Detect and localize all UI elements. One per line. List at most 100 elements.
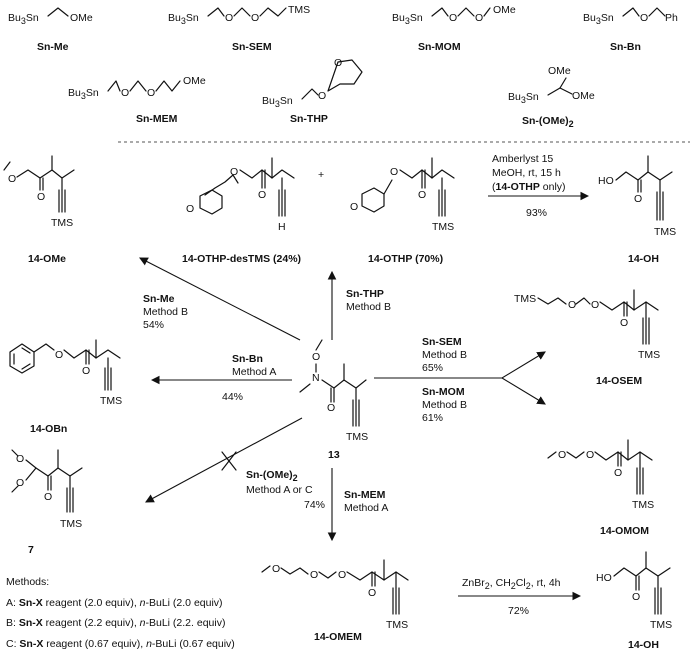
product-14-omem: O O O O TMS 14-OMEM	[261, 559, 409, 643]
svg-text:TMS: TMS	[432, 221, 454, 233]
svg-text:O: O	[147, 87, 155, 99]
svg-text:Bu3Sn: Bu3Sn	[508, 91, 539, 105]
svg-text:O: O	[558, 449, 566, 461]
svg-text:Sn-MOM: Sn-MOM	[418, 41, 461, 53]
svg-text:(14-OTHP only): (14-OTHP only)	[492, 181, 566, 193]
arrow-to-omom	[501, 377, 546, 405]
svg-text:TMS: TMS	[100, 395, 122, 407]
svg-text:O: O	[310, 569, 318, 581]
svg-text:Sn-Bn: Sn-Bn	[610, 41, 641, 53]
svg-text:61%: 61%	[422, 412, 443, 424]
svg-text:O: O	[614, 467, 622, 479]
product-14-oh-bottom: HO O TMS 14-OH	[596, 551, 672, 651]
svg-text:14-OH: 14-OH	[628, 253, 659, 265]
svg-text:14-OH: 14-OH	[628, 639, 659, 651]
svg-text:Method B: Method B	[422, 349, 467, 361]
svg-text:OMe: OMe	[70, 12, 93, 24]
svg-text:72%: 72%	[508, 605, 529, 617]
starting-material-13: O N O TMS 13	[299, 339, 368, 461]
svg-text:74%: 74%	[304, 499, 325, 511]
svg-text:Bu3Sn: Bu3Sn	[583, 12, 614, 26]
svg-text:O: O	[591, 299, 599, 311]
svg-text:O: O	[632, 591, 640, 603]
product-14-ome: O O TMS 14-OMe	[3, 155, 75, 265]
svg-text:O: O	[634, 193, 642, 205]
svg-text:Method B: Method B	[422, 399, 467, 411]
methods-legend: Methods: A: Sn-X reagent (2.0 equiv), n-…	[6, 572, 306, 654]
arrow-to-7	[145, 417, 303, 503]
svg-text:O: O	[121, 87, 129, 99]
svg-text:OMe: OMe	[548, 65, 571, 77]
svg-text:Method A or C: Method A or C	[246, 484, 313, 496]
method-b: B: Sn-X reagent (2.2 equiv), n-BuLi (2.2…	[6, 617, 226, 629]
svg-text:14-OSEM: 14-OSEM	[596, 375, 642, 387]
svg-text:OMe: OMe	[572, 90, 595, 102]
svg-text:Method B: Method B	[346, 301, 391, 313]
svg-text:O: O	[272, 563, 280, 575]
svg-text:Bu3Sn: Bu3Sn	[68, 87, 99, 101]
svg-text:O: O	[350, 201, 358, 213]
svg-text:O: O	[37, 191, 45, 203]
svg-text:ZnBr2, CH2Cl2, rt, 4h: ZnBr2, CH2Cl2, rt, 4h	[462, 577, 561, 591]
method-c: C: Sn-X reagent (0.67 equiv), n-BuLi (0.…	[6, 637, 235, 650]
svg-text:O: O	[449, 12, 457, 24]
svg-text:HO: HO	[596, 572, 612, 584]
reagent-sn-ome2: Bu3Sn OMe OMe Sn-(OMe)2	[508, 65, 595, 129]
svg-text:Sn-SEM: Sn-SEM	[422, 336, 462, 348]
svg-text:Method A: Method A	[344, 502, 388, 514]
svg-text:14-OMOM: 14-OMOM	[600, 525, 649, 537]
svg-text:Bu3Sn: Bu3Sn	[8, 12, 39, 26]
svg-text:O: O	[44, 491, 52, 503]
svg-text:Bu3Sn: Bu3Sn	[168, 12, 199, 26]
svg-text:TMS: TMS	[650, 619, 672, 631]
reagent-sn-bn: Bu3Sn O Ph Sn-Bn	[583, 7, 678, 53]
svg-text:O: O	[620, 317, 628, 329]
svg-text:O: O	[368, 587, 376, 599]
svg-text:Method A: Method A	[232, 366, 276, 378]
svg-text:O: O	[318, 90, 326, 102]
svg-text:O: O	[334, 57, 342, 69]
reagent-sn-sem: Bu3Sn O O TMS Sn-SEM	[168, 4, 310, 53]
method-a: A: Sn-X reagent (2.0 equiv), n-BuLi (2.0…	[6, 596, 223, 609]
svg-text:93%: 93%	[526, 207, 547, 219]
svg-text:7: 7	[28, 544, 34, 556]
svg-text:Ph: Ph	[665, 12, 678, 24]
svg-text:TMS: TMS	[654, 226, 676, 238]
svg-text:O: O	[390, 166, 398, 178]
svg-text:Sn-THP: Sn-THP	[346, 288, 384, 300]
svg-text:O: O	[8, 173, 16, 185]
svg-text:HO: HO	[598, 175, 614, 187]
svg-text:Sn-MOM: Sn-MOM	[422, 386, 465, 398]
product-14-othp: O O O TMS 14-OTHP (70%)	[350, 157, 455, 265]
product-14-omom: O O O TMS 14-OMOM	[547, 439, 654, 537]
svg-text:65%: 65%	[422, 362, 443, 374]
svg-text:Sn-Me: Sn-Me	[143, 293, 175, 305]
plus-sign: +	[318, 169, 324, 181]
product-14-othp-destms: O O O H 14-OTHP-desTMS (24%)	[182, 157, 301, 265]
svg-text:TMS: TMS	[51, 217, 73, 229]
svg-text:TMS: TMS	[632, 499, 654, 511]
product-14-obn: O O TMS 14-OBn	[9, 339, 122, 435]
svg-text:Amberlyst 15: Amberlyst 15	[492, 153, 553, 165]
svg-text:H: H	[278, 221, 286, 233]
svg-text:Sn-MEM: Sn-MEM	[136, 113, 178, 125]
svg-text:O: O	[327, 402, 335, 414]
svg-text:14-OMe: 14-OMe	[28, 253, 66, 265]
svg-text:54%: 54%	[143, 319, 164, 331]
svg-text:O: O	[230, 166, 238, 178]
reagent-sn-me: Bu3Sn OMe Sn-Me	[8, 7, 93, 53]
reagent-sn-thp: Bu3Sn O O Sn-THP	[262, 57, 363, 125]
svg-text:O: O	[55, 349, 63, 361]
svg-text:14-OTHP (70%): 14-OTHP (70%)	[368, 253, 443, 265]
reagent-sn-mom: Bu3Sn O O OMe Sn-MOM	[392, 4, 516, 53]
svg-text:TMS: TMS	[638, 349, 660, 361]
svg-text:OMe: OMe	[183, 75, 206, 87]
arrow-to-ome	[139, 257, 301, 341]
svg-text:44%: 44%	[222, 391, 243, 403]
svg-text:14-OBn: 14-OBn	[30, 423, 67, 435]
reagent-sn-mem: Bu3Sn O O OMe Sn-MEM	[68, 75, 206, 125]
svg-text:14-OMEM: 14-OMEM	[314, 631, 362, 643]
svg-text:O: O	[338, 569, 346, 581]
svg-text:O: O	[225, 12, 233, 24]
